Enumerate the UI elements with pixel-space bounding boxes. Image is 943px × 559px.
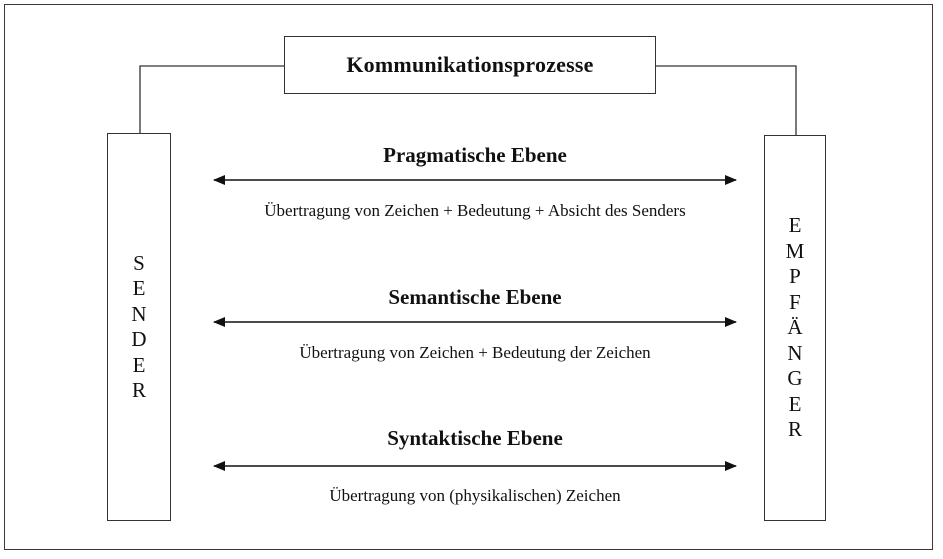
receiver-letter: G [787, 366, 803, 391]
sender-letter: E [132, 352, 146, 377]
title-box: Kommunikationsprozesse [284, 36, 656, 94]
semantic-level-desc: Übertragung von Zeichen + Bedeutung der … [299, 343, 651, 362]
sender-letter: R [131, 378, 146, 402]
receiver-letter: N [787, 340, 803, 365]
sender-connector [139, 65, 284, 133]
receiver-letter: P [789, 264, 801, 289]
sender-letter: N [131, 301, 147, 326]
diagram-frame [4, 4, 933, 550]
pragmatic-level-desc: Übertragung von Zeichen + Bedeutung + Ab… [264, 201, 686, 220]
syntactic-level-title: Syntaktische Ebene [387, 426, 563, 450]
receiver-letter: M [785, 238, 805, 263]
receiver-connector [656, 65, 797, 135]
syntactic-level-desc: Übertragung von (physikalischen) Zeichen [329, 486, 621, 505]
receiver-letter: Ä [787, 315, 803, 340]
sender-letter: D [131, 327, 147, 351]
pragmatic-level-title: Pragmatische Ebene [383, 143, 567, 167]
receiver-letter: E [788, 213, 802, 238]
sender-letter: S [133, 250, 145, 275]
semantic-level-title: Semantische Ebene [388, 285, 562, 309]
receiver-letter: F [789, 289, 801, 314]
receiver-letter: E [788, 391, 802, 416]
diagram-title: Kommunikationsprozesse [346, 52, 594, 77]
receiver-letter: R [787, 417, 802, 442]
sender-letter: E [132, 276, 146, 300]
